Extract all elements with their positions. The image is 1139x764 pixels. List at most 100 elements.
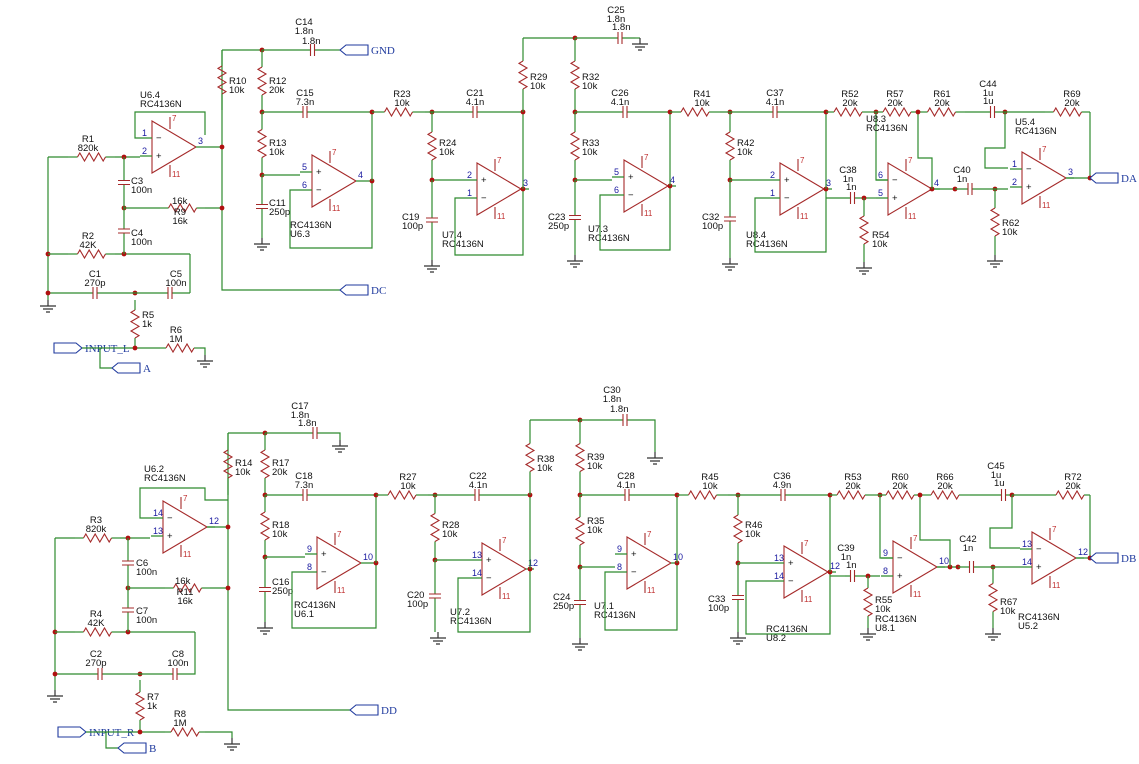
ref-designator: C2 xyxy=(90,649,102,660)
port-label: GND xyxy=(371,45,395,57)
component-value: 820k xyxy=(78,143,99,154)
resistor-symbol xyxy=(1053,106,1082,118)
supply-pin: 11 xyxy=(502,592,511,601)
junction-dot xyxy=(132,345,138,351)
port-label: B xyxy=(149,743,156,755)
port-a: A xyxy=(111,362,151,375)
opamp-symbol xyxy=(623,159,670,213)
opamp-symbol xyxy=(783,545,830,599)
wire xyxy=(190,632,196,675)
pin-number: 9 xyxy=(307,544,312,554)
part-number: RC4136N xyxy=(594,610,636,621)
resistor-symbol xyxy=(259,449,271,479)
component-value: 1u xyxy=(983,96,994,107)
pin-number: 14 xyxy=(153,508,163,518)
pin-sign: + xyxy=(628,172,634,183)
component-value: 100n xyxy=(167,658,188,669)
pin-sign: + xyxy=(486,555,492,566)
capacitor-symbol xyxy=(472,106,478,118)
ref-designator: U5.4 xyxy=(1015,117,1035,128)
component-value: 20k xyxy=(934,98,950,109)
component-value: 16k xyxy=(177,596,193,607)
opamp-symbol xyxy=(481,542,528,596)
component-value: 1M xyxy=(169,334,182,345)
component-value: 20k xyxy=(892,481,908,492)
component-value: 10k xyxy=(702,481,718,492)
supply-pin: 11 xyxy=(800,212,809,221)
pin-number: 5 xyxy=(878,188,883,198)
ref-designator: C36 xyxy=(773,471,790,482)
ref-designator: R8 xyxy=(174,709,186,720)
opamp-symbol xyxy=(1021,151,1068,205)
component-value: 820k xyxy=(86,524,107,535)
pin-number: 3 xyxy=(198,136,203,146)
pin-sign: + xyxy=(788,558,794,569)
resistor-symbol xyxy=(216,65,228,95)
pin-number: 5 xyxy=(614,167,619,177)
opamp-symbol xyxy=(311,154,358,208)
port-label: DD xyxy=(381,705,397,717)
port-input_l: INPUT_L xyxy=(53,342,130,355)
port-flag xyxy=(111,362,141,374)
wire xyxy=(984,112,1008,169)
junction-dot xyxy=(219,205,225,211)
component-value: 1u xyxy=(991,470,1002,481)
pin-number: 13 xyxy=(153,526,163,536)
resistor-symbol xyxy=(858,215,870,245)
junction-dot xyxy=(219,144,225,150)
ground-symbol xyxy=(647,452,663,465)
component-value: 10k xyxy=(272,529,288,540)
ref-designator: C38 xyxy=(839,165,856,176)
resistor-symbol xyxy=(989,207,1001,237)
resistor-symbol xyxy=(724,131,736,161)
capacitor-symbol xyxy=(732,594,744,601)
ref-designator: R72 xyxy=(1064,472,1081,483)
component-value: 100n xyxy=(131,237,152,248)
supply-pin: 11 xyxy=(497,212,506,221)
component-value: 10k xyxy=(745,529,761,540)
capacitor-symbol xyxy=(312,427,318,439)
ref-designator: R17 xyxy=(272,458,289,469)
supply-pin: 7 xyxy=(497,156,502,165)
ref-designator: R69 xyxy=(1063,89,1080,100)
resistor-symbol xyxy=(1055,489,1085,501)
ref-designator: C18 xyxy=(295,471,312,482)
component-value: 250p xyxy=(272,586,293,597)
part-number: U6.1 xyxy=(294,609,314,620)
port-flag xyxy=(53,342,83,354)
wire xyxy=(919,495,951,567)
pin-number: 6 xyxy=(878,170,883,180)
pin-sign: − xyxy=(897,553,903,564)
port-flag xyxy=(57,726,87,738)
component-value: 20k xyxy=(887,98,903,109)
component-value: 1.8n xyxy=(302,36,321,47)
capacitor-symbol xyxy=(92,287,98,299)
